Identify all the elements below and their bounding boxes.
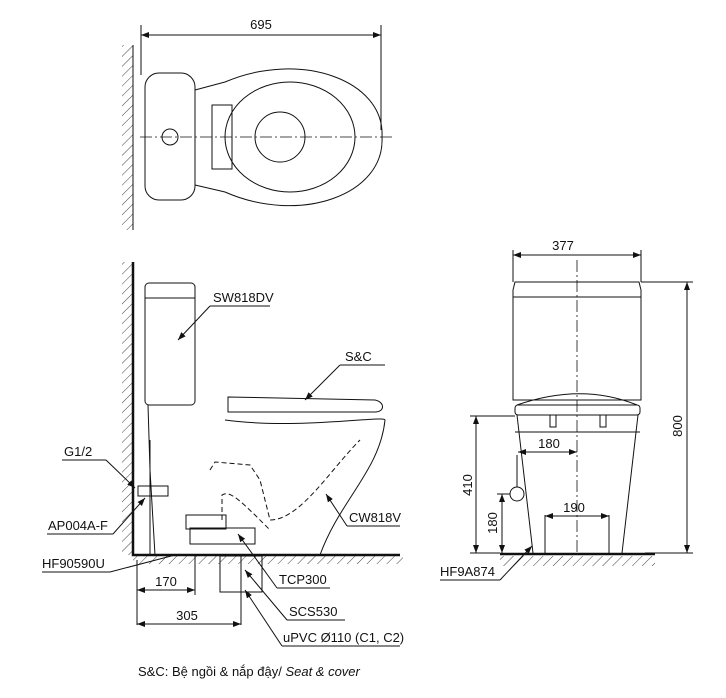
dim-front-valve-offset: 180: [538, 436, 560, 451]
label-angle-valve: AP004A-F: [48, 518, 108, 533]
label-hose: HF90590U: [42, 556, 105, 571]
label-tank: SW818DV: [213, 290, 274, 305]
dim-width-top: 695: [250, 17, 272, 32]
dim-total-height: 800: [670, 415, 685, 437]
side-view: 170 305 SW818DV S&C G1/2 AP004A-F CW818V…: [42, 262, 404, 647]
label-flange: TCP300: [279, 572, 327, 587]
dim-bolt-spacing: 190: [563, 500, 585, 515]
dim-valve-height: 180: [485, 512, 500, 534]
footnote: S&C: Bệ ngồi & nắp đậy/ Seat & cover: [138, 664, 361, 679]
label-bowl: CW818V: [349, 510, 401, 525]
label-valve: G1/2: [64, 444, 92, 459]
top-view: 695: [122, 17, 395, 230]
dim-rough-in: 305: [176, 608, 198, 623]
dim-bowl-height: 410: [460, 474, 475, 496]
label-seat: S&C: [345, 349, 372, 364]
label-pipe: uPVC Ø110 (C1, C2): [283, 630, 404, 645]
front-view: 377 800 410 180 180 190 HF9A874: [440, 238, 693, 581]
label-front-hose: HF9A874: [440, 564, 495, 579]
dim-front-width: 377: [552, 238, 574, 253]
label-seal: SCS530: [289, 604, 337, 619]
dim-valve-offset: 170: [155, 574, 177, 589]
